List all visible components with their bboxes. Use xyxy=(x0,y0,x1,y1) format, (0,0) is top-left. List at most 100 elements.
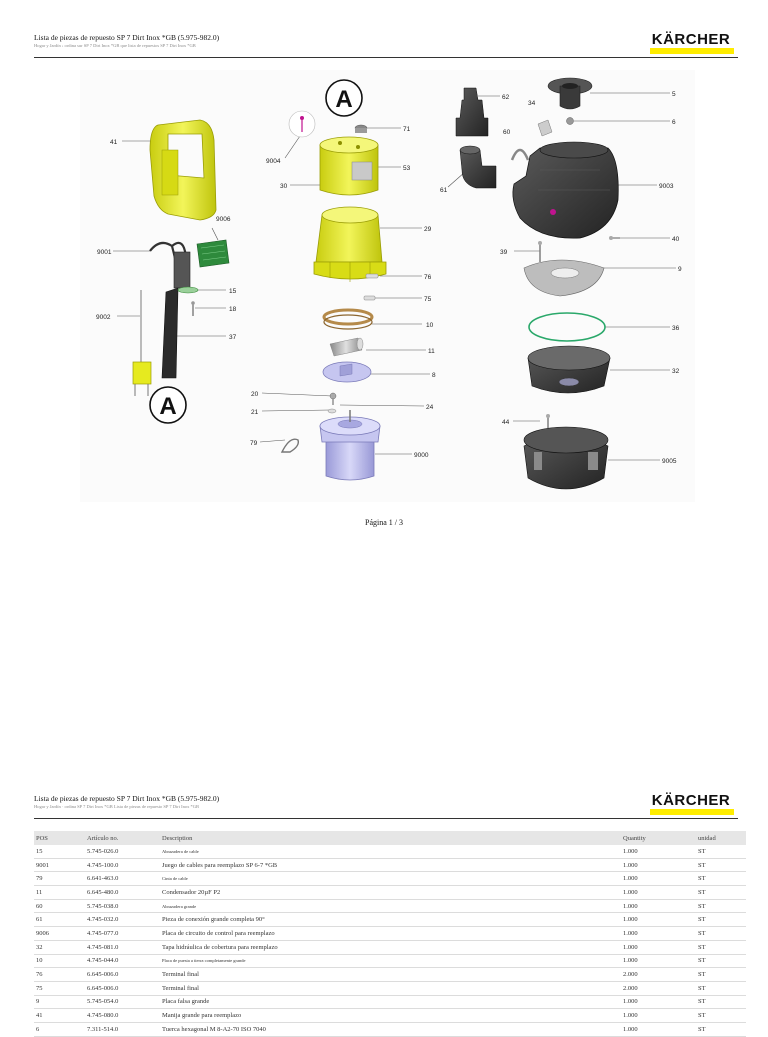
seal-ring-part-36 xyxy=(528,312,606,342)
cell-description: Terminal final xyxy=(160,981,621,996)
brand-bar xyxy=(650,48,734,54)
cell-pos: 32 xyxy=(34,940,85,955)
cell-article: 4.745-032.0 xyxy=(85,912,160,928)
header-divider xyxy=(34,57,738,58)
svg-text:24: 24 xyxy=(426,404,434,411)
table-row: 9006 4.745-077.0 Placa de circuito de co… xyxy=(34,926,746,941)
cell-description: Condensador 20µF P2 xyxy=(160,885,621,900)
svg-text:21: 21 xyxy=(251,409,259,416)
table-row: 32 4.745-081.0 Tapa hidráulica de cobert… xyxy=(34,940,746,955)
cell-pos: 79 xyxy=(34,871,85,887)
cell-unit: ST xyxy=(696,871,746,887)
table-row: 9001 4.745-100.0 Juego de cables para re… xyxy=(34,858,746,873)
float-switch-part-9002 xyxy=(132,290,152,396)
cell-quantity: 1.000 xyxy=(621,899,696,914)
table-row: 75 6.645-006.0 Terminal final 2.000 ST xyxy=(34,981,746,996)
cell-quantity: 1.000 xyxy=(621,871,696,887)
cell-description: Terminal final xyxy=(160,967,621,982)
handle-part-41 xyxy=(149,119,217,221)
svg-text:37: 37 xyxy=(229,334,237,341)
svg-text:9003: 9003 xyxy=(659,183,674,190)
cell-unit: ST xyxy=(696,912,746,928)
table-row: 60 5.745-038.0 Abrazadera grande 1.000 S… xyxy=(34,899,746,914)
cell-article: 6.645-006.0 xyxy=(85,967,160,982)
pump-housing-part-9003 xyxy=(512,141,619,239)
svg-text:9001: 9001 xyxy=(97,249,112,256)
cell-article: 4.745-044.0 xyxy=(85,954,160,969)
col-header-description: Description xyxy=(160,831,621,845)
cell-unit: ST xyxy=(696,981,746,996)
svg-text:5: 5 xyxy=(672,91,676,98)
cell-description: Cinta de cable xyxy=(160,871,621,887)
screw-part-44 xyxy=(546,414,550,428)
cell-pos: 9001 xyxy=(34,858,85,873)
cell-quantity: 1.000 xyxy=(621,1022,696,1037)
bolt-part-20 xyxy=(329,392,337,405)
cell-article: 7.311-514.0 xyxy=(85,1022,160,1037)
cell-description: Placa de circuito de control para reempl… xyxy=(160,926,621,941)
cell-article: 6.645-480.0 xyxy=(85,885,160,900)
svg-text:8: 8 xyxy=(432,372,436,379)
detail-marker-a-top: A xyxy=(325,79,363,117)
cell-unit: ST xyxy=(696,940,746,955)
svg-text:11: 11 xyxy=(428,348,435,355)
svg-text:60: 60 xyxy=(503,129,511,136)
svg-text:15: 15 xyxy=(229,288,237,295)
hose-connector-part-62 xyxy=(455,87,489,137)
cell-quantity: 1.000 xyxy=(621,845,696,859)
cell-pos: 6 xyxy=(34,1022,85,1037)
cell-unit: ST xyxy=(696,899,746,914)
cell-description: Pieza de conexión grande completa 90° xyxy=(160,912,621,928)
elbow-part-61 xyxy=(459,145,497,189)
table-row: 10 4.745-044.0 Placa de puesta a tierra … xyxy=(34,954,746,969)
cell-description: Abrazadera grande xyxy=(160,899,621,914)
svg-text:9006: 9006 xyxy=(216,216,231,223)
nut-part-71 xyxy=(354,124,368,133)
svg-text:44: 44 xyxy=(502,419,510,426)
table-header-row: POS Artículo no. Description Quantity un… xyxy=(34,831,746,845)
cell-description: Placa falsa grande xyxy=(160,995,621,1010)
table-row: 61 4.745-032.0 Pieza de conexión grande … xyxy=(34,912,746,928)
capacitor-part-11 xyxy=(329,337,364,357)
cell-description: Manija grande para reemplazo xyxy=(160,1008,621,1023)
svg-text:75: 75 xyxy=(424,296,432,303)
svg-text:A: A xyxy=(159,393,176,420)
cell-unit: ST xyxy=(696,885,746,900)
svg-text:10: 10 xyxy=(426,322,434,329)
cell-quantity: 1.000 xyxy=(621,954,696,969)
brand-name: KÄRCHER xyxy=(651,31,731,48)
page2-title: Lista de piezas de repuesto SP 7 Dirt In… xyxy=(34,794,220,803)
base-strainer-part-9005 xyxy=(523,426,609,490)
svg-text:9000: 9000 xyxy=(414,452,429,459)
cell-quantity: 1.000 xyxy=(621,858,696,873)
svg-text:9002: 9002 xyxy=(96,314,111,321)
screw-part-18 xyxy=(191,301,195,316)
washer-part-21 xyxy=(327,408,337,414)
cell-description: Tapa hidráulica de cobertura para reempl… xyxy=(160,940,621,955)
cell-unit: ST xyxy=(696,1008,746,1023)
detail-marker-a-left: A xyxy=(149,386,187,424)
cell-quantity: 1.000 xyxy=(621,926,696,941)
terminal-part-75 xyxy=(363,295,376,301)
cell-quantity: 1.000 xyxy=(621,995,696,1010)
cell-article: 6.645-006.0 xyxy=(85,981,160,996)
table-row: 6 7.311-514.0 Tuerca hexagonal M 8-A2-70… xyxy=(34,1022,746,1037)
svg-text:76: 76 xyxy=(424,274,432,281)
svg-text:9: 9 xyxy=(678,266,682,273)
ring-part-10 xyxy=(322,308,374,330)
table-row: 41 4.745-080.0 Manija grande para reempl… xyxy=(34,1008,746,1023)
karcher-logo: KÄRCHER xyxy=(648,31,734,55)
cell-quantity: 1.000 xyxy=(621,940,696,955)
cell-pos: 61 xyxy=(34,912,85,928)
cell-article: 5.745-026.0 xyxy=(85,845,160,859)
cell-article: 5.745-038.0 xyxy=(85,899,160,914)
screw-part-40 xyxy=(609,236,620,240)
cell-pos: 60 xyxy=(34,899,85,914)
svg-text:30: 30 xyxy=(280,183,288,190)
table-row: 9 5.745-054.0 Placa falsa grande 1.000 S… xyxy=(34,995,746,1010)
motor-cover-part-30 xyxy=(319,136,379,196)
svg-text:9005: 9005 xyxy=(662,458,677,465)
motor-part-9000 xyxy=(319,410,381,481)
col-header-article: Artículo no. xyxy=(85,831,160,845)
detail-circle-part-9004 xyxy=(288,110,316,138)
